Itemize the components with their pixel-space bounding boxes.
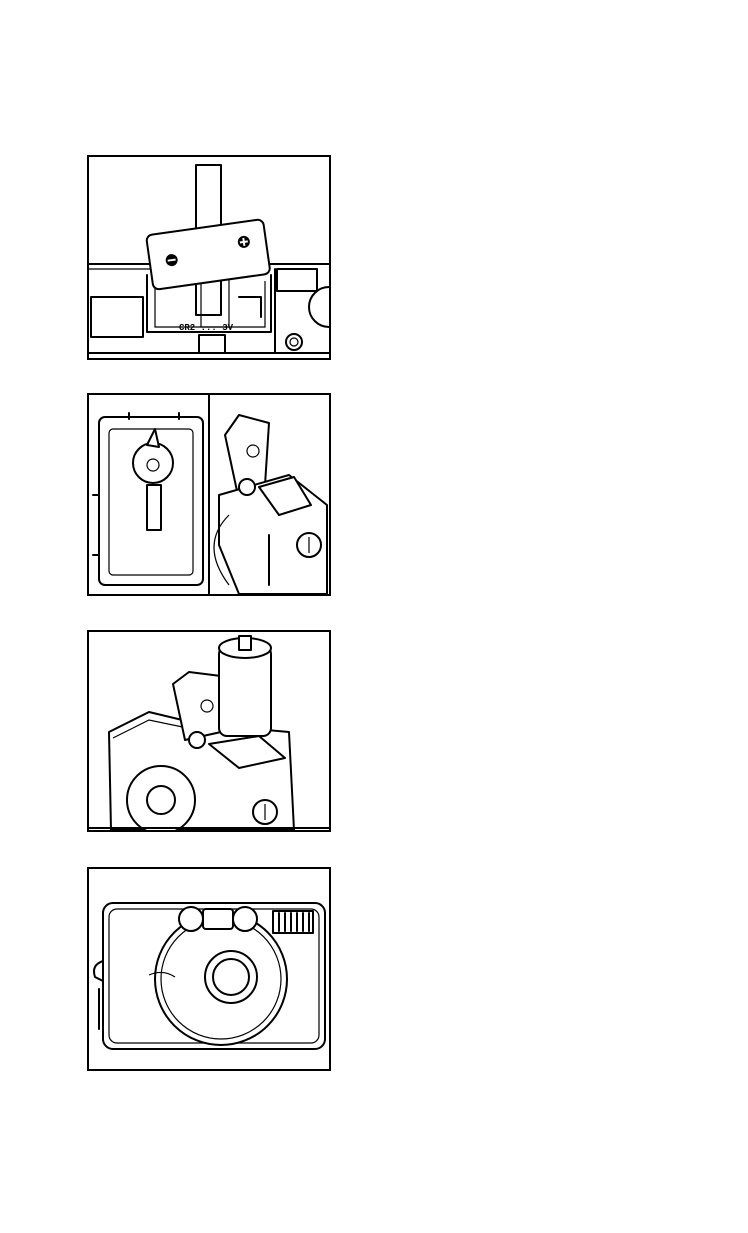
film-loading-drawing [89,632,329,830]
battery-type-label: CR2 ... 3V [179,323,234,333]
battery-insertion-drawing: CR2 ... 3V [89,157,329,358]
film-door-illustration [87,393,331,596]
film-door-drawing [89,395,329,594]
film-loading-illustration [87,630,331,832]
camera-front-illustration [87,867,331,1071]
camera-front-drawing [89,869,329,1069]
battery-insertion-illustration: CR2 ... 3V [87,155,331,360]
